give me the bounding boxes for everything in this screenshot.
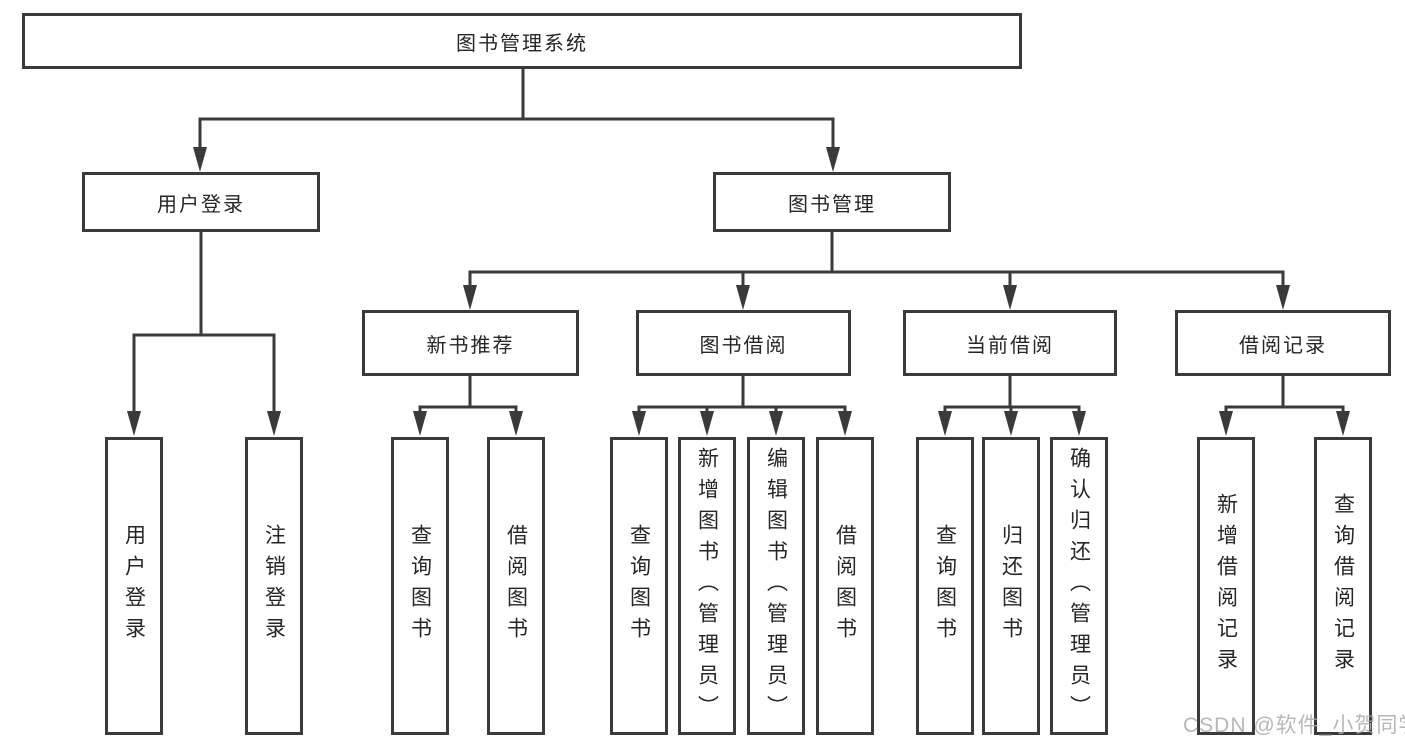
leaf-add-books-admin: 新增图书（管理员） bbox=[678, 437, 736, 735]
leaf-borrow-books-recommend: 借阅图书 bbox=[487, 437, 545, 735]
leaf-query-books-current: 查询图书 bbox=[916, 437, 974, 735]
leaf-confirm-return-admin: 确认归还（管理员） bbox=[1050, 437, 1108, 735]
leaf-query-books-borrow: 查询图书 bbox=[610, 437, 668, 735]
leaf-query-borrow-record: 查询借阅记录 bbox=[1314, 437, 1372, 735]
leaf-return-books: 归还图书 bbox=[982, 437, 1040, 735]
leaf-logout: 注销登录 bbox=[245, 437, 303, 735]
leaf-borrow-books: 借阅图书 bbox=[816, 437, 874, 735]
node-current-borrow: 当前借阅 bbox=[903, 310, 1117, 376]
node-user-login: 用户登录 bbox=[82, 172, 320, 232]
leaf-user-login: 用户登录 bbox=[105, 437, 163, 735]
node-library-management-system: 图书管理系统 bbox=[22, 13, 1022, 69]
node-book-management: 图书管理 bbox=[713, 172, 951, 232]
leaf-query-books-recommend: 查询图书 bbox=[391, 437, 449, 735]
node-borrow-records: 借阅记录 bbox=[1175, 310, 1391, 376]
node-new-book-recommend: 新书推荐 bbox=[362, 310, 579, 376]
csdn-watermark: CSDN @软件_小贺同学 bbox=[1183, 714, 1405, 737]
leaf-add-borrow-record: 新增借阅记录 bbox=[1197, 437, 1255, 735]
node-book-borrow: 图书借阅 bbox=[636, 310, 851, 376]
leaf-edit-books-admin: 编辑图书（管理员） bbox=[747, 437, 805, 735]
